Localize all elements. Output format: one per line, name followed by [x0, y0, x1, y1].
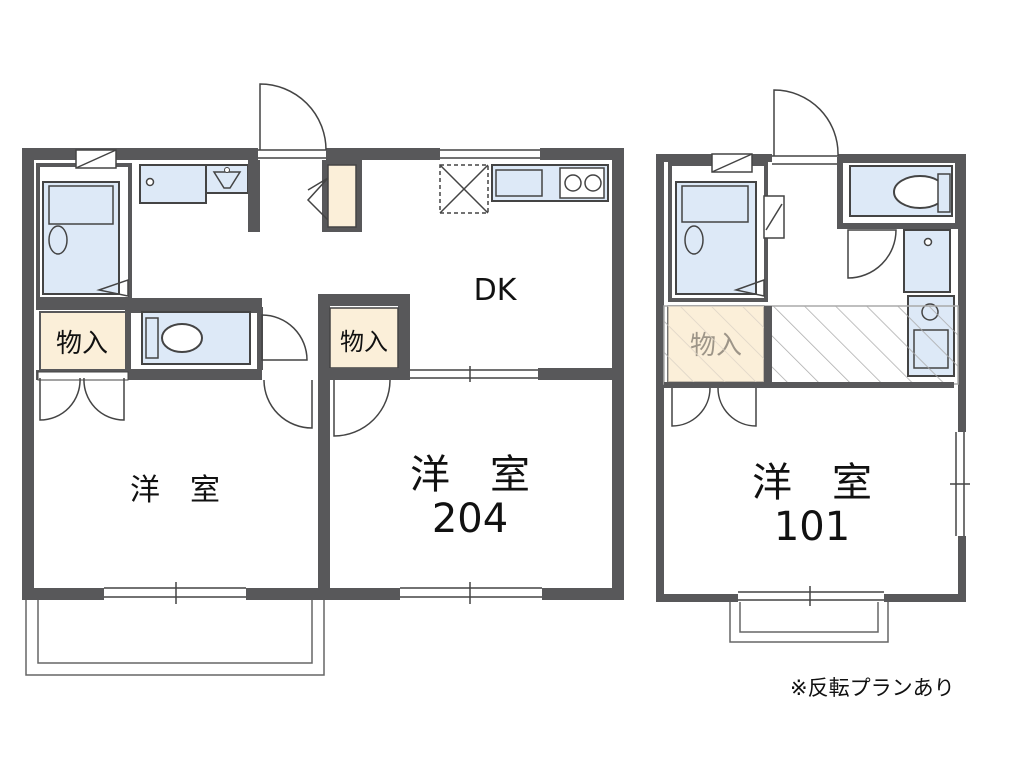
- room-number-204: 204: [432, 496, 508, 542]
- storage-left-label: 物入: [56, 329, 108, 359]
- entry-door-204: [259, 83, 327, 151]
- balcony-204: [25, 600, 325, 676]
- entry-door-101: [773, 89, 839, 157]
- reverse-plan-note: ※反転プランあり: [790, 676, 955, 700]
- storage-right-204: [329, 307, 399, 369]
- storage-right-label: 物入: [340, 328, 388, 356]
- room-number-101: 101: [774, 504, 850, 550]
- dk-label: DK: [474, 273, 518, 308]
- balcony-101: [729, 600, 889, 643]
- bedroom-right-label: 洋 室: [410, 452, 530, 498]
- bedroom-101-label: 洋 室: [752, 460, 872, 506]
- bedroom-left-label: 洋 室: [130, 473, 220, 508]
